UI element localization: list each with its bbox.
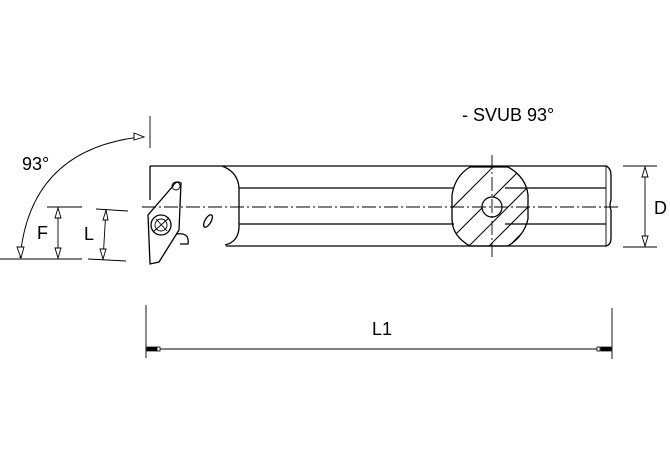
dimension-L1: L1 (145, 305, 613, 359)
F-label: F (37, 223, 48, 243)
boring-bar (149, 165, 612, 247)
angle-label: 93° (22, 154, 49, 174)
dimension-F: F (0, 206, 82, 260)
L-label: L (84, 224, 94, 244)
L1-label: L1 (372, 319, 392, 339)
tool-title: - SVUB 93° (462, 105, 554, 125)
insert-pocket (147, 181, 214, 265)
dimension-L: L (84, 208, 129, 262)
angle-dimension: 93° (16, 116, 151, 260)
D-label: D (654, 198, 667, 218)
cross-section (451, 155, 529, 258)
dimension-D: D (623, 165, 667, 248)
